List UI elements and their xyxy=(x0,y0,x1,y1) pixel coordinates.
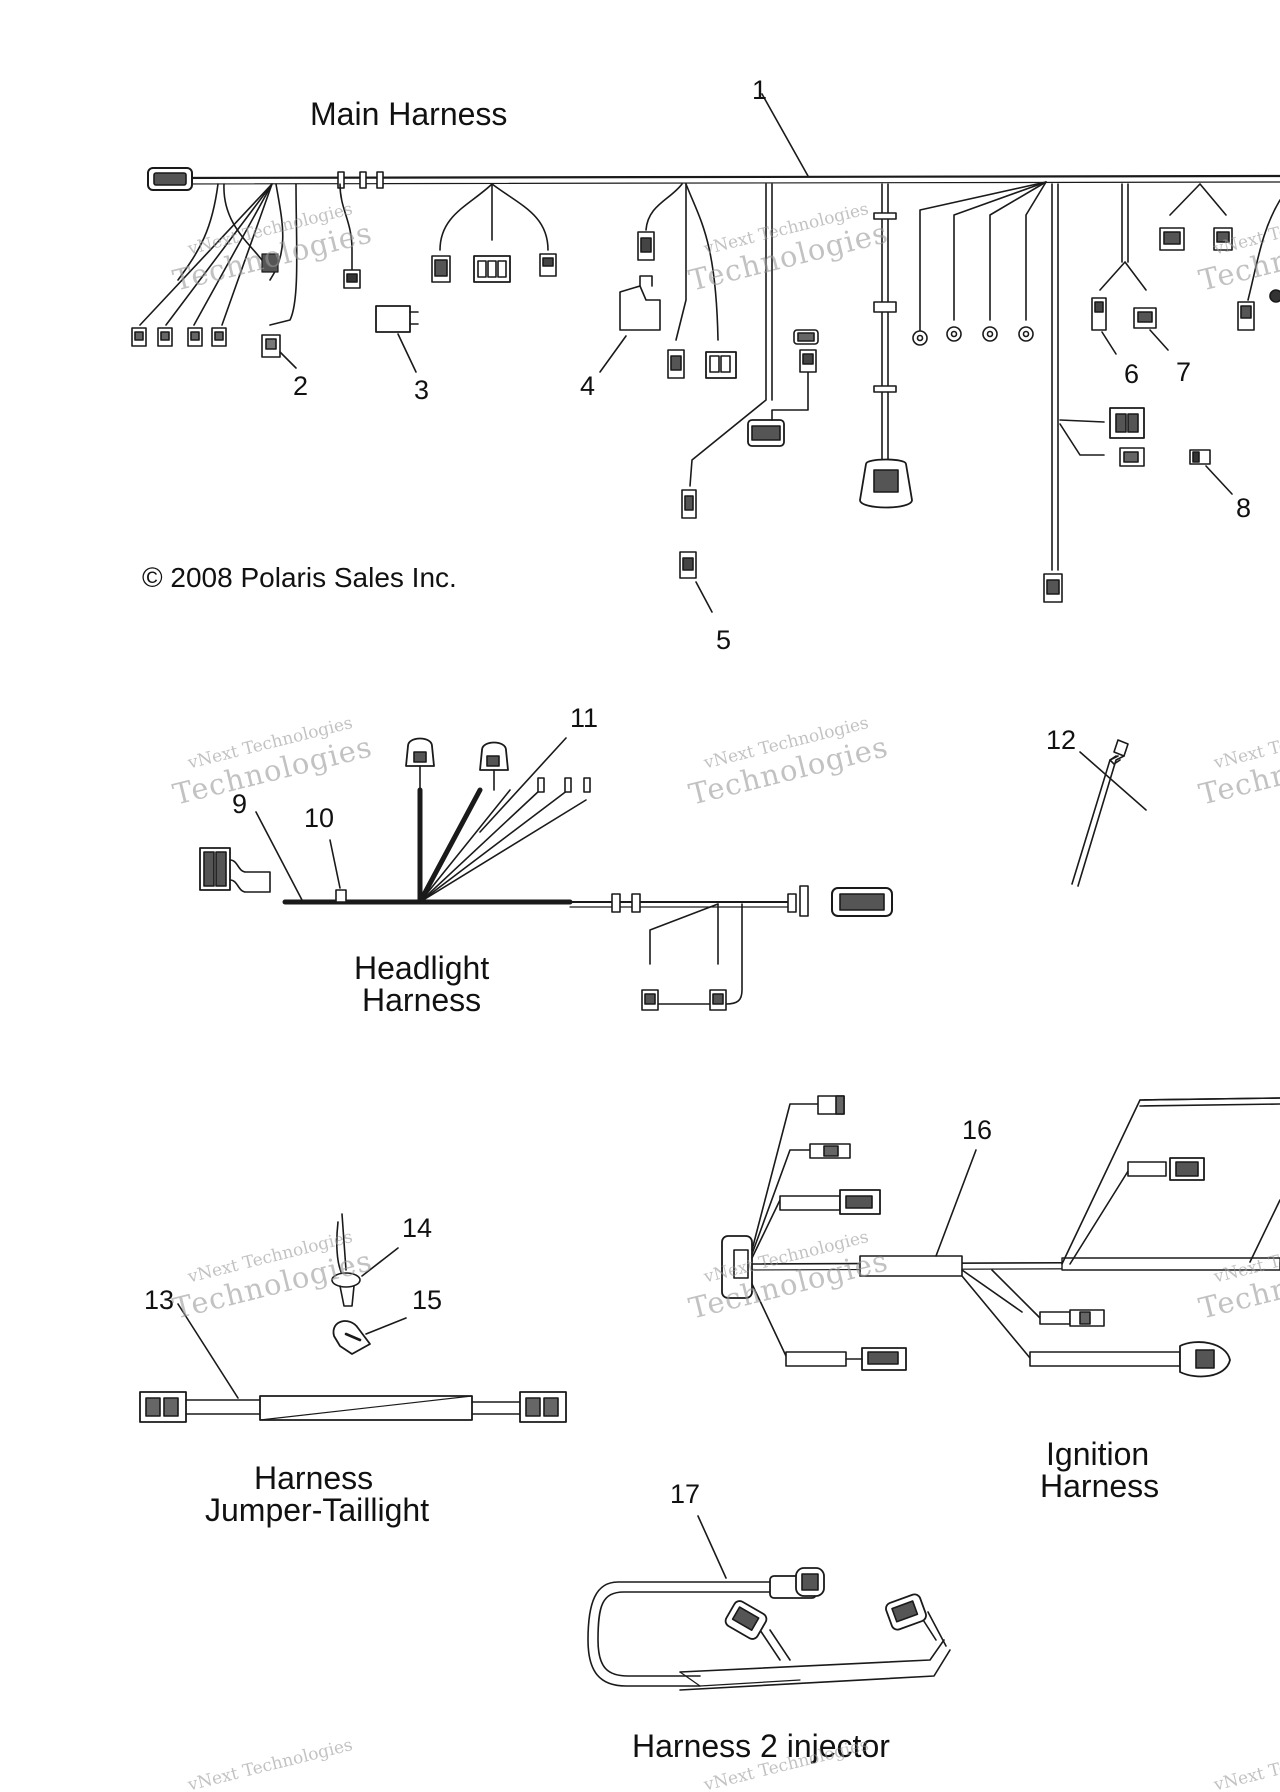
callout-4[interactable]: 4 xyxy=(580,371,596,401)
title-ignition-harness-line1: Ignition xyxy=(1046,1436,1150,1472)
main-harness-drawing xyxy=(131,93,1280,613)
callout-8[interactable]: 8 xyxy=(1236,493,1252,523)
callout-1[interactable]: 1 xyxy=(752,75,768,105)
callout-6[interactable]: 6 xyxy=(1124,359,1140,389)
headlight-harness-drawing xyxy=(199,737,1147,1011)
callout-9[interactable]: 9 xyxy=(232,789,248,819)
title-headlight-harness-line1: Headlight xyxy=(354,950,490,986)
title-injector-harness: Harness 2 injector xyxy=(632,1728,890,1764)
ignition-harness-drawing xyxy=(721,1095,1280,1378)
injector-harness-drawing xyxy=(587,1515,951,1691)
callout-17[interactable]: 17 xyxy=(670,1479,701,1509)
title-main-harness: Main Harness xyxy=(310,96,508,132)
callout-3[interactable]: 3 xyxy=(414,375,430,405)
title-jumper-taillight-line2: Jumper-Taillight xyxy=(205,1492,430,1528)
callout-7[interactable]: 7 xyxy=(1176,357,1192,387)
callout-10[interactable]: 10 xyxy=(304,803,335,833)
callout-11[interactable]: 11 xyxy=(570,703,599,733)
callout-5[interactable]: 5 xyxy=(716,625,732,655)
callout-2[interactable]: 2 xyxy=(293,371,309,401)
title-headlight-harness-line2: Harness xyxy=(362,982,482,1018)
title-ignition-harness-line2: Harness xyxy=(1040,1468,1160,1504)
callout-12[interactable]: 12 xyxy=(1046,725,1077,755)
callout-15[interactable]: 15 xyxy=(412,1285,443,1315)
callout-14[interactable]: 14 xyxy=(402,1213,433,1243)
jumper-taillight-drawing xyxy=(139,1213,567,1423)
title-jumper-taillight-line1: Harness xyxy=(254,1460,374,1496)
callout-13[interactable]: 13 xyxy=(144,1285,175,1315)
callout-16[interactable]: 16 xyxy=(962,1115,993,1145)
copyright-notice: © 2008 Polaris Sales Inc. xyxy=(142,562,457,593)
